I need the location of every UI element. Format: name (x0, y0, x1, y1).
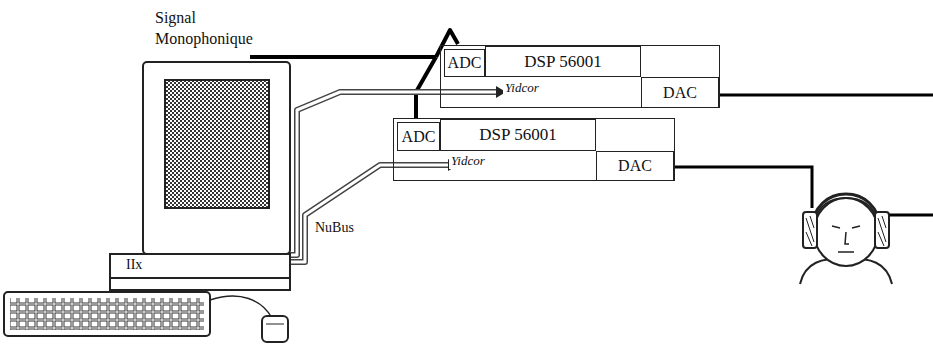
signal-label: Signal Monophonique (155, 8, 250, 50)
bus-label: NuBus (315, 220, 354, 236)
macintosh-computer (4, 62, 290, 342)
dac-chip: DAC (596, 151, 674, 181)
chip-label: ADC (448, 54, 482, 72)
output-wire (673, 95, 933, 215)
dsp-board: Yidcor ADC DSP 56001DAC (440, 45, 720, 108)
interface-label: Yidcor (503, 80, 541, 96)
dsp-board: Yidcor ADC DSP 56001DAC (393, 118, 675, 181)
dsp-chip: DSP 56001 (440, 119, 596, 151)
dac-chip: DAC (641, 77, 719, 108)
chip-label: DSP 56001 (524, 52, 601, 72)
chip-label: DSP 56001 (479, 125, 556, 145)
adc-chip: ADC (444, 49, 485, 77)
adc-chip: ADC (397, 122, 440, 151)
interface-label: Yidcor (449, 153, 487, 169)
listener-headphones (800, 194, 892, 284)
nubus-cable (285, 86, 506, 262)
chip-label: DAC (618, 157, 652, 175)
chip-label: DAC (663, 84, 697, 102)
model-label: IIx (126, 257, 142, 273)
dsp-chip: DSP 56001 (485, 46, 641, 77)
chip-label: ADC (402, 128, 436, 146)
